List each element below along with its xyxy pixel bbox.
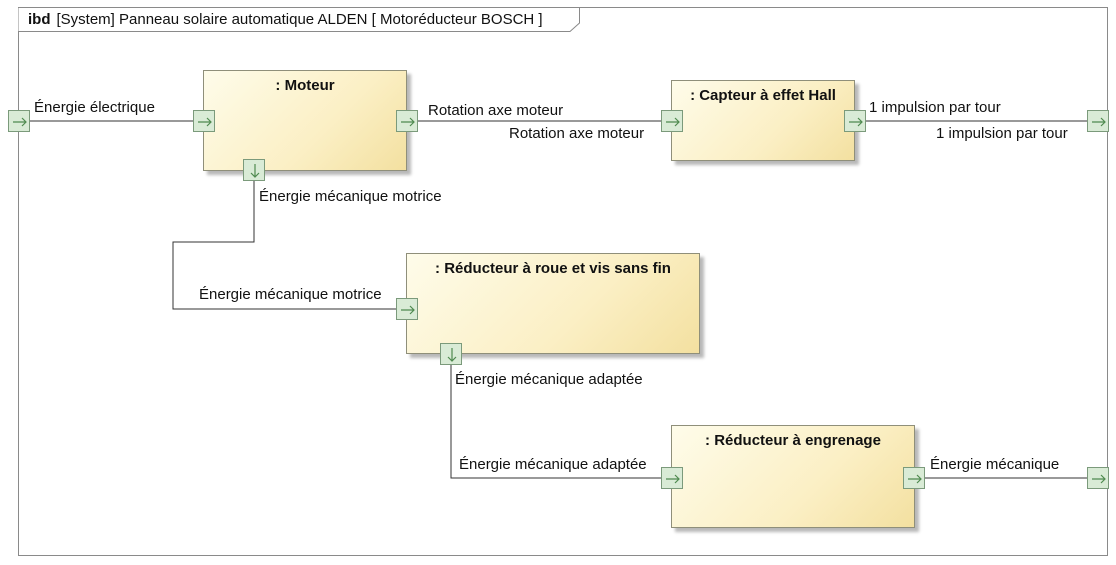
frame-port-impulsion[interactable]: [1087, 110, 1109, 132]
arrow-down-icon: [447, 348, 457, 362]
port-reducteur-vis-meca-adaptee[interactable]: [440, 343, 462, 365]
frame-keyword: ibd: [28, 11, 51, 28]
port-reducteur-engrenage-energie-mecanique[interactable]: [903, 467, 925, 489]
label-energie-electrique: Énergie électrique: [34, 99, 155, 116]
port-moteur-energie-electrique[interactable]: [193, 110, 215, 132]
block-name: : Réducteur à roue et vis sans fin: [435, 260, 671, 277]
arrow-right-icon: [1092, 117, 1106, 127]
label-meca-motrice-in: Énergie mécanique motrice: [199, 286, 382, 303]
block-name: : Réducteur à engrenage: [705, 432, 881, 449]
frame-port-energie-mecanique[interactable]: [1087, 467, 1109, 489]
label-meca-adaptee-in: Énergie mécanique adaptée: [459, 456, 647, 473]
block-reducteur-roue-vis[interactable]: : Réducteur à roue et vis sans fin: [406, 253, 700, 354]
block-capteur-effet-hall[interactable]: : Capteur à effet Hall: [671, 80, 855, 161]
label-impulsion-out: 1 impulsion par tour: [869, 99, 1001, 116]
arrow-right-icon: [401, 305, 415, 315]
connector-meca-motrice: [172, 181, 396, 310]
port-moteur-rotation[interactable]: [396, 110, 418, 132]
port-reducteur-vis-meca-motrice[interactable]: [396, 298, 418, 320]
label-impulsion-frame: 1 impulsion par tour: [936, 125, 1068, 142]
block-name: : Capteur à effet Hall: [690, 87, 836, 104]
port-moteur-meca-motrice[interactable]: [243, 159, 265, 181]
port-reducteur-engrenage-meca-adaptee[interactable]: [661, 467, 683, 489]
arrow-right-icon: [13, 117, 27, 127]
block-reducteur-engrenage[interactable]: : Réducteur à engrenage: [671, 425, 915, 528]
frame-title: ibd [System] Panneau solaire automatique …: [18, 7, 580, 32]
frame-title-text: [System] Panneau solaire automatique ALD…: [56, 11, 543, 28]
arrow-right-icon: [849, 117, 863, 127]
arrow-right-icon: [1092, 474, 1106, 484]
label-rotation-out: Rotation axe moteur: [428, 102, 564, 119]
label-energie-mecanique: Énergie mécanique: [930, 456, 1060, 473]
arrow-right-icon: [908, 474, 922, 484]
label-rotation-in: Rotation axe moteur: [509, 125, 645, 142]
arrow-down-icon: [250, 164, 260, 178]
port-capteur-impulsion[interactable]: [844, 110, 866, 132]
arrow-right-icon: [666, 474, 680, 484]
port-capteur-rotation[interactable]: [661, 110, 683, 132]
arrow-right-icon: [198, 117, 212, 127]
connector-meca-adaptee: [450, 365, 661, 479]
block-moteur[interactable]: : Moteur: [203, 70, 407, 171]
label-meca-adaptee-out: Énergie mécanique adaptée: [455, 371, 643, 388]
block-name: : Moteur: [275, 77, 335, 94]
arrow-right-icon: [666, 117, 680, 127]
label-meca-motrice-out: Énergie mécanique motrice: [259, 188, 442, 205]
frame-port-energie-electrique[interactable]: [8, 110, 30, 132]
arrow-right-icon: [401, 117, 415, 127]
